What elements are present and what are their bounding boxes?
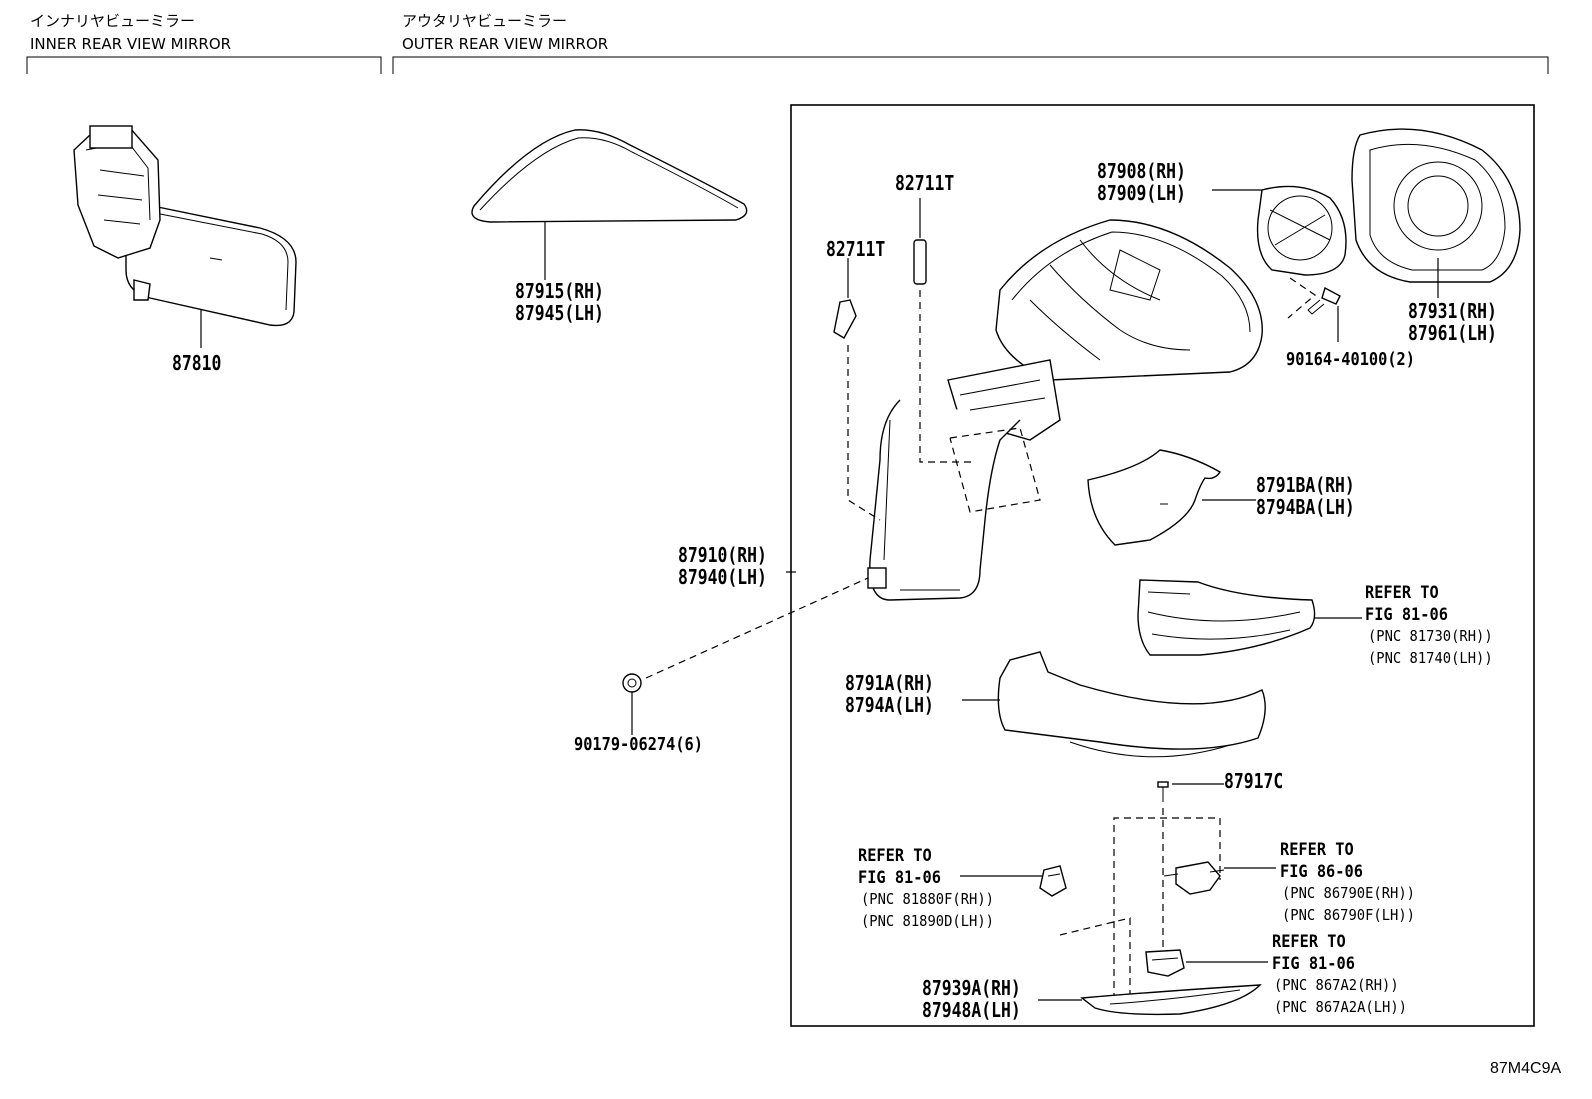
screw-90164 [1307,286,1341,315]
clip-82711t-b [913,239,927,285]
screw-87917c [1157,781,1169,802]
dash-82711t-b [919,290,975,463]
ref2-fig-link[interactable]: FIG 81-06 [858,868,941,888]
inner-section-title-jp: インナリヤビューミラー [30,12,196,30]
ref2-pnc-lh: (PNC 81890D(LH)) [861,912,994,930]
ref3-pnc-rh: (PNC 86790E(RH)) [1282,884,1415,902]
part-label-87908[interactable]: 87908(RH) [1097,159,1186,183]
ref3-fig-link[interactable]: FIG 86-06 [1280,862,1363,882]
mirror-glass-illustration [1351,128,1521,283]
part-label-87945[interactable]: 87945(LH) [515,301,604,325]
part-label-8791a[interactable]: 8791A(RH) [845,671,934,695]
part-label-8794ba[interactable]: 8794BA(LH) [1256,495,1355,519]
inner-mirror-illustration [73,125,297,327]
dash-lamp-line [1059,917,1131,1000]
part-label-87961[interactable]: 87961(LH) [1408,321,1497,345]
dash-82711t-a [847,345,881,521]
clip-90179 [622,673,642,693]
lens-illustration [1080,984,1262,1016]
outer-section-title-en: OUTER REAR VIEW MIRROR [402,35,609,53]
part-label-87909[interactable]: 87909(LH) [1097,181,1186,205]
ref4-pnc-rh: (PNC 867A2(RH)) [1274,976,1399,994]
part-label-87910[interactable]: 87910(RH) [678,543,767,567]
part-label-87940[interactable]: 87940(LH) [678,565,767,589]
part-label-87939a[interactable]: 87939A(RH) [922,976,1021,1000]
part-label-82711t-a[interactable]: 82711T [826,237,886,261]
part-label-90179[interactable]: 90179-06274(6) [574,734,703,755]
part-label-87917c[interactable]: 87917C [1224,769,1284,793]
part-label-8794a[interactable]: 8794A(LH) [845,693,934,717]
part-label-82711t-b[interactable]: 82711T [895,171,955,195]
side-lamp-illustration [1145,949,1185,977]
ref1-fig-link[interactable]: FIG 81-06 [1365,605,1448,625]
dash-90179 [645,577,869,679]
part-label-87915[interactable]: 87915(RH) [515,279,604,303]
ref2-pnc-rh: (PNC 81880F(RH)) [861,890,994,908]
part-label-8791ba[interactable]: 8791BA(RH) [1256,473,1355,497]
part-label-90164[interactable]: 90164-40100(2) [1286,349,1415,370]
ref3-title: REFER TO [1280,840,1354,860]
figure-code: 87M4C9A [1490,1060,1562,1077]
ref1-pnc-rh: (PNC 81730(RH)) [1368,627,1493,645]
camera-illustration [1163,861,1225,895]
inner-section-bracket [26,56,382,74]
ref4-pnc-lh: (PNC 867A2A(LH)) [1274,998,1407,1016]
mirror-motor-illustration [1256,185,1347,276]
part-label-87931[interactable]: 87931(RH) [1408,299,1497,323]
ref1-title: REFER TO [1365,583,1439,603]
inner-section-title-en: INNER REAR VIEW MIRROR [30,35,232,53]
garnish-illustration [997,651,1266,758]
outer-section-title-jp: アウタリヤビューミラー [402,12,568,30]
assembly-frame [790,104,1535,1027]
courtesy-lamp-illustration [1039,865,1067,897]
mirror-housing-illustration [867,219,1263,601]
turn-signal-illustration [1137,579,1316,656]
ref1-pnc-lh: (PNC 81740(LH)) [1368,649,1493,667]
outer-section-bracket [392,56,1549,74]
part-label-87948a[interactable]: 87948A(LH) [922,998,1021,1022]
clip-82711t-a [833,299,857,339]
ref2-title: REFER TO [858,846,932,866]
part-label-87810[interactable]: 87810 [172,351,222,375]
mirror-cover-illustration [471,129,748,223]
ref3-pnc-lh: (PNC 86790F(LH)) [1282,906,1415,924]
dash-motor-screw [1287,277,1316,319]
lower-cover-illustration [1087,449,1221,546]
ref4-title: REFER TO [1272,932,1346,952]
ref4-fig-link[interactable]: FIG 81-06 [1272,954,1355,974]
dash-lower-box [1113,817,1221,1000]
